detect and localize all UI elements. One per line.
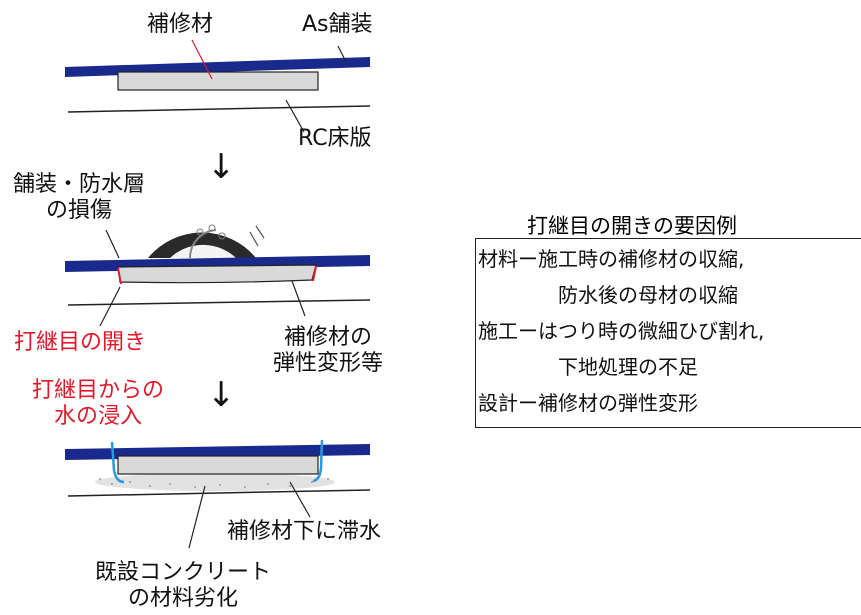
cause-construction-1: 施工ーはつり時の微細ひび割れ, — [478, 319, 765, 343]
leader-rc-slab — [285, 99, 305, 133]
rc-slab-line — [67, 105, 371, 113]
leader-repair-material — [191, 39, 213, 80]
label-pavement-damage-1: 舗装・防水層 — [12, 172, 145, 197]
rc-slab-line — [67, 299, 371, 306]
repair-material — [117, 71, 319, 91]
repair-material-deformed — [117, 264, 317, 284]
joint-opening-left — [117, 267, 122, 285]
label-pavement-damage-2: の損傷 — [45, 198, 112, 223]
cause-material-2: 防水後の母材の収縮 — [558, 283, 738, 307]
label-as-pavement: As舗装 — [302, 12, 373, 37]
causes-title: 打継目の開きの要因例 — [527, 214, 737, 238]
label-stagnant-water: 補修材下に滞水 — [227, 519, 382, 544]
label-repair-deform-2: 弾性変形等 — [272, 351, 383, 376]
stage-2 — [65, 224, 371, 327]
leader-stagnant — [289, 481, 311, 518]
leader-damage — [105, 229, 120, 259]
label-water-ingress-1: 打継目からの — [31, 378, 164, 403]
repair-material — [117, 455, 319, 475]
water-flow-left — [110, 441, 125, 484]
causes-box: 材料ー施工時の補修材の収縮, 防水後の母材の収縮 施工ーはつり時の微細ひび割れ,… — [475, 238, 861, 428]
label-repair-deform-1: 補修材の — [283, 325, 372, 350]
down-arrow-1: ↓ — [207, 147, 236, 187]
label-rc-slab: RC床版 — [298, 126, 372, 151]
cause-construction-2: 下地処理の不足 — [558, 355, 698, 379]
water-speckles — [99, 478, 329, 488]
water-flow-right — [312, 439, 324, 483]
cause-design: 設計ー補修材の弾性変形 — [478, 391, 698, 415]
down-arrow-2: ↓ — [207, 375, 236, 415]
leader-as-pavement — [337, 45, 347, 63]
leader-concrete — [188, 485, 206, 549]
tire-icon — [148, 224, 265, 259]
leader-joint-opening — [99, 286, 121, 327]
label-joint-opening: 打継目の開き — [14, 330, 147, 355]
cause-material-1: 材料ー施工時の補修材の収縮, — [478, 247, 745, 271]
rc-slab-line — [67, 489, 371, 497]
joint-opening-right — [312, 265, 317, 282]
leader-deform — [291, 280, 306, 317]
stage-3 — [65, 439, 371, 549]
label-concrete-deg-1: 既設コンクリート — [94, 560, 271, 585]
label-repair-material: 補修材 — [147, 12, 214, 37]
stage-1 — [65, 39, 371, 133]
label-concrete-deg-2: の材料劣化 — [127, 586, 238, 611]
stagnant-water-zone — [95, 473, 335, 491]
label-water-ingress-2: 水の浸入 — [53, 404, 142, 429]
